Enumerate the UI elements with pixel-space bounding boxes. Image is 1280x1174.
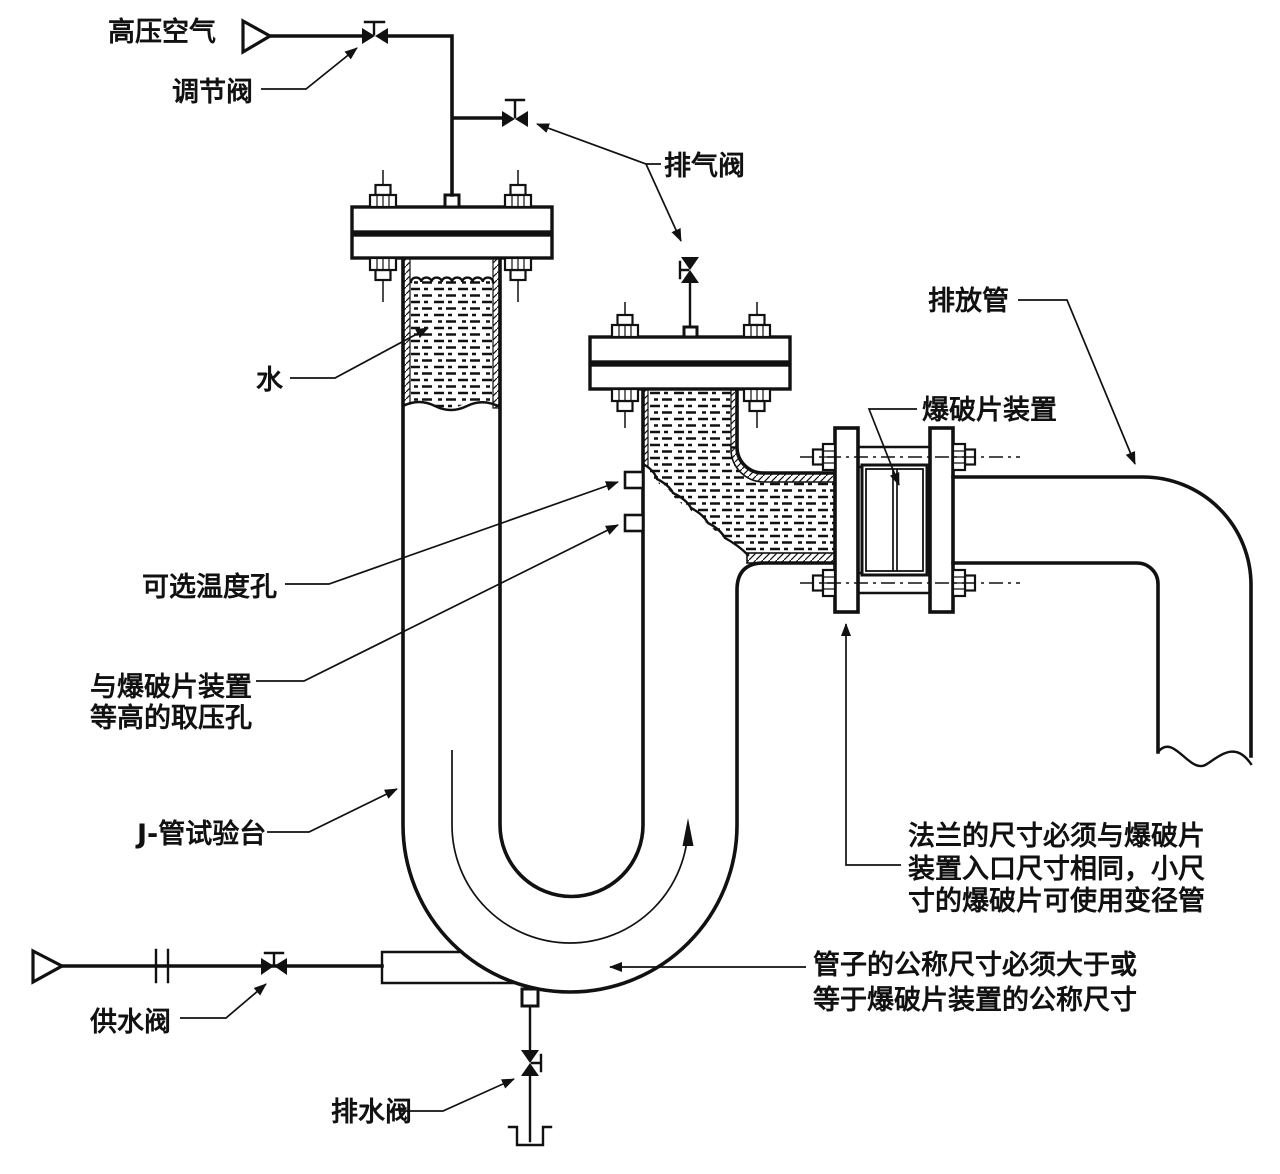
channel-top-wall-hatch	[730, 446, 836, 483]
drain-stub	[520, 987, 540, 1008]
disc-holder-outer	[860, 463, 929, 577]
leader-discharge-pipe	[1018, 299, 1136, 465]
exhaust-valve-2-icon	[678, 257, 699, 283]
regulating-valve-icon	[362, 20, 388, 44]
label-exhaust-valve: 排气阀	[664, 151, 745, 182]
temperature-tap-boss	[623, 470, 645, 490]
bolt-icon	[742, 313, 772, 339]
label-regulating-valve: 调节阀	[172, 77, 253, 108]
left-tube-top-flange	[350, 170, 554, 302]
leader-flange-note	[841, 623, 901, 866]
label-discharge-pipe: 排放管	[928, 285, 1009, 317]
label-water-supply-valve: 供水阀	[89, 1007, 171, 1038]
pipe-stub	[682, 325, 699, 339]
leader-supply-valve	[180, 983, 267, 1019]
disc-holder-inner	[865, 468, 924, 572]
bolt-icon	[368, 256, 398, 282]
flange-plate-bottom	[350, 233, 554, 260]
leader-regulating-valve	[261, 47, 358, 90]
water-fill-left-tube	[401, 276, 502, 412]
label-pressure-tap-line2: 等高的取压孔	[90, 702, 252, 734]
label-optional-temperature-hole: 可选温度孔	[142, 571, 277, 603]
leader-drain-valve	[400, 1078, 515, 1112]
pressure-tap-boss	[623, 513, 645, 533]
flange-plate-bottom	[588, 363, 792, 391]
bolt-icon	[368, 183, 398, 209]
leader-temperature-hole	[285, 481, 619, 585]
water-source-triangle-icon	[31, 948, 66, 985]
inlet-flange	[833, 426, 860, 614]
air-supply-piping	[241, 18, 699, 329]
outlet-flange	[928, 426, 955, 614]
leader-j-tube	[267, 788, 398, 833]
j-tube-outer-wall	[401, 256, 837, 994]
air-source-triangle-icon	[241, 18, 274, 55]
supply-nozzle	[380, 950, 517, 985]
bolt-icon	[610, 387, 640, 413]
label-flange-note-line2: 装置入口尺寸相同，小尺	[908, 854, 1205, 885]
label-flange-note-line1: 法兰的尺寸必须与爆破片	[908, 820, 1205, 852]
drain-valve-icon	[521, 1050, 543, 1076]
bolt-icon	[610, 313, 640, 339]
right-leg-wall-hatch-left	[642, 389, 649, 467]
flow-direction-arrowhead	[682, 818, 694, 846]
label-water: 水	[256, 365, 284, 396]
left-tube-wall-hatch-right	[492, 257, 501, 409]
bolt-centerline-dashdot	[800, 456, 1020, 584]
exhaust-valve-icon	[502, 98, 528, 127]
flow-direction-line	[451, 750, 689, 944]
labels: 高压空气 调节阀 排气阀 水 排放管 爆破片装置 可选温度孔 与爆破片装置 等高…	[89, 16, 1205, 1128]
pipe-break-bars	[154, 948, 170, 984]
label-high-pressure-air: 高压空气	[108, 16, 216, 48]
channel-bottom-wall-hatch	[746, 552, 836, 564]
label-pipe-note-line2: 等于爆破片装置的公称尺寸	[813, 984, 1137, 1016]
flange-plate-top	[350, 205, 554, 234]
right-leg-top-flange	[588, 302, 792, 428]
leader-exhaust-valve-b	[645, 163, 682, 242]
label-flange-note-line3: 寸的爆破片可使用变径管	[908, 885, 1205, 917]
right-leg-wall-hatch-right	[730, 389, 738, 449]
water-surface-wavy-line	[409, 276, 495, 284]
discharge-pipe	[951, 475, 1253, 768]
water-supply-valve-icon	[261, 951, 287, 975]
leader-pressure-tap	[256, 524, 619, 682]
air-pipe	[268, 34, 504, 197]
bolt-icon	[742, 387, 772, 413]
water-break-wavy-line-2	[641, 462, 750, 557]
drain-line	[507, 987, 553, 1147]
leader-lines	[180, 47, 1136, 1112]
label-pipe-note-line1: 管子的公称尺寸必须大于或	[813, 949, 1137, 981]
water-fill-right-leg	[641, 390, 835, 557]
label-drain-valve: 排水阀	[331, 1097, 412, 1128]
label-pressure-tap-line1: 与爆破片装置	[90, 672, 252, 703]
rupture-disc-membrane	[892, 469, 898, 571]
label-rupture-disc-device: 爆破片装置	[922, 395, 1057, 426]
leader-rupture-disc	[867, 408, 917, 486]
water-supply-line	[31, 948, 517, 985]
left-tube-wall-hatch-left	[402, 257, 411, 405]
water-break-wavy-line	[401, 400, 502, 412]
leader-water	[290, 327, 429, 379]
j-tube-body	[401, 256, 837, 994]
bolt-icon	[503, 256, 533, 282]
drain-funnel-icon	[507, 1125, 553, 1147]
pipe-break-wavy-line	[1156, 745, 1253, 768]
leader-exhaust-valve-a	[536, 123, 661, 165]
bolt-icon	[503, 183, 533, 209]
j-tube-inner-wall	[498, 256, 645, 899]
flange-plate-top	[588, 335, 792, 364]
label-j-tube-test-bench: J-管试验台	[135, 818, 266, 850]
